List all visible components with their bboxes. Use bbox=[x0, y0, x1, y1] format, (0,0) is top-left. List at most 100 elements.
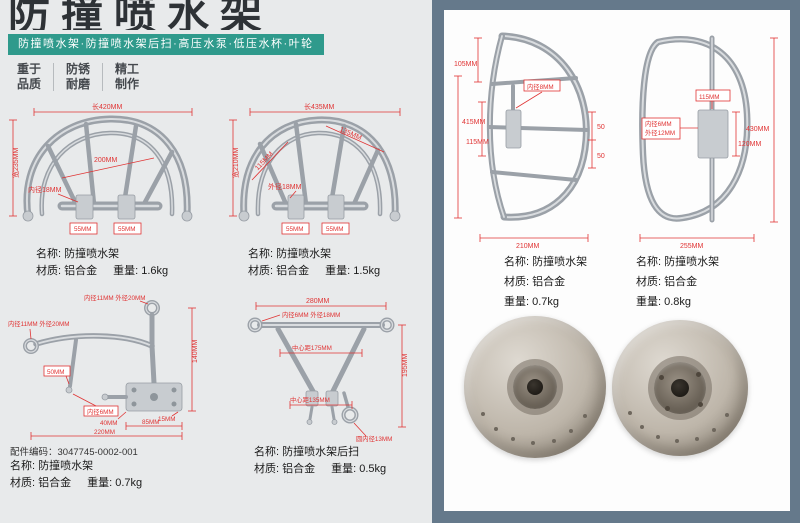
dim-label: 内径11MM 外径20MM bbox=[8, 319, 69, 328]
disc-rim-holes bbox=[612, 320, 616, 324]
material-label: 材质: bbox=[636, 276, 662, 288]
feature-line: 耐磨 bbox=[65, 77, 90, 91]
frame2-dimensions: 长435MM 宽210MM 135MM 115MM 外径18MM 55MM 55… bbox=[229, 102, 401, 235]
product-name-row: 名称: 防撞喷水架 bbox=[504, 252, 587, 272]
dim-label: 50 bbox=[597, 153, 605, 160]
name-label: 名称: bbox=[636, 256, 662, 268]
feature-line: 品质 bbox=[16, 77, 41, 91]
dim-label: 85MM bbox=[142, 419, 160, 426]
frame6-diagram: 430MM 115MM 120MM 内径6MM 外径12MM 255MM bbox=[614, 35, 778, 250]
product-material-row: 材质: 铝合金重量: 1.6kg bbox=[36, 263, 168, 280]
material-label: 材质: bbox=[10, 477, 36, 489]
frame4-dimensions: 280MM 内径6MM 外径18MM 中心距175MM 195MM 中心距135… bbox=[255, 298, 409, 443]
disc-rim-holes bbox=[464, 316, 468, 320]
dim-label: 55MM bbox=[326, 226, 344, 233]
frame5-info: 名称: 防撞喷水架 材质: 铝合金 重量: 0.7kg bbox=[504, 252, 587, 312]
dim-label: 圆内径13MM bbox=[356, 434, 392, 443]
weight-value: 0.7kg bbox=[532, 296, 560, 308]
product-material-row: 材质: 铝合金重量: 1.5kg bbox=[248, 263, 380, 280]
dim-label: 长420MM bbox=[92, 102, 123, 111]
dim-label: 50 bbox=[597, 124, 605, 131]
dim-label: 120MM bbox=[738, 141, 762, 148]
dim-label: 内径6MM 外径18MM bbox=[282, 310, 340, 319]
frame5-ribs bbox=[487, 76, 589, 182]
dim-label: 40MM bbox=[100, 420, 118, 427]
frame5-diagram: 105MM 415MM 115MM 内径8MM 50 bbox=[454, 22, 605, 250]
frame2-ribs bbox=[257, 121, 381, 207]
dim-label: 宽235MM bbox=[11, 147, 20, 178]
right-panel-card: 105MM 415MM 115MM 内径8MM 50 bbox=[444, 10, 790, 511]
impeller-disc-photo-2 bbox=[612, 320, 748, 456]
divider bbox=[53, 63, 54, 91]
weight-value: 0.8kg bbox=[664, 296, 692, 308]
material-value: 铝合金 bbox=[664, 276, 698, 288]
frame3-diagram: 内径11MM 外径20MM 内径11MM 外径20MM 140MM 50MM 内… bbox=[8, 293, 199, 440]
weight-label: 重量: bbox=[504, 296, 530, 308]
dim-label: 内径6MM bbox=[645, 119, 672, 128]
feature-line: 制作 bbox=[114, 77, 139, 91]
impeller-disc-photo-1 bbox=[464, 316, 606, 458]
feature-line: 重于 bbox=[16, 62, 41, 76]
dim-label: 50MM bbox=[47, 369, 65, 376]
name-value: 防撞喷水架 bbox=[38, 460, 94, 472]
dim-label: 内径11MM 外径20MM bbox=[84, 293, 145, 302]
dim-label: 外径12MM bbox=[645, 128, 675, 137]
product-name-row: 名称: 防撞喷水架 bbox=[10, 458, 142, 475]
feature-quality: 重于 品质 bbox=[8, 62, 50, 92]
dim-label: 外径18MM bbox=[268, 182, 302, 191]
dim-label: 115MM bbox=[699, 94, 720, 101]
dim-label: 415MM bbox=[462, 119, 486, 126]
weight-label: 重量: bbox=[87, 477, 113, 489]
frame3-dimensions: 内径11MM 外径20MM 内径11MM 外径20MM 140MM 50MM 内… bbox=[8, 293, 199, 440]
product-material-row: 材质: 铝合金 bbox=[636, 272, 719, 292]
dim-label: 430MM bbox=[746, 126, 770, 133]
frame1-ribs bbox=[45, 121, 175, 207]
name-label: 名称: bbox=[10, 460, 36, 472]
frame4-diagram: 280MM 内径6MM 外径18MM 中心距175MM 195MM 中心距135… bbox=[247, 298, 409, 443]
material-label: 材质: bbox=[254, 463, 280, 475]
feature-line: 精工 bbox=[114, 62, 139, 76]
name-value: 防撞喷水架后扫 bbox=[282, 446, 360, 458]
disc-center-hole bbox=[527, 379, 543, 395]
frame1-diagram: 长420MM 宽235MM 200MM 内径18MM 55MM 55MM bbox=[9, 102, 193, 235]
frame2-diagram: 长435MM 宽210MM 135MM 115MM 外径18MM 55MM 55… bbox=[229, 102, 401, 235]
dim-label: 55MM bbox=[286, 226, 304, 233]
product-material-row: 材质: 铝合金 bbox=[504, 272, 587, 292]
name-label: 名称: bbox=[248, 248, 274, 260]
dim-label: 140MM bbox=[192, 339, 199, 363]
dim-label: 210MM bbox=[516, 243, 540, 250]
material-value: 铝合金 bbox=[64, 265, 98, 277]
divider bbox=[102, 63, 103, 91]
product-name-row: 名称: 防撞喷水架 bbox=[248, 246, 380, 263]
weight-value: 1.6kg bbox=[141, 265, 169, 277]
dim-label: 宽210MM bbox=[231, 147, 240, 178]
name-label: 名称: bbox=[36, 248, 62, 260]
dim-label: 内径8MM bbox=[527, 82, 554, 91]
weight-value: 1.5kg bbox=[353, 265, 381, 277]
product-name-row: 名称: 防撞喷水架后扫 bbox=[254, 444, 386, 461]
frame3-info: 名称: 防撞喷水架 材质: 铝合金重量: 0.7kg bbox=[10, 458, 142, 492]
product-material-row: 材质: 铝合金重量: 0.7kg bbox=[10, 475, 142, 492]
frame6-dimensions: 430MM 115MM 120MM 内径6MM 外径12MM 255MM bbox=[639, 37, 778, 250]
feature-line: 防锈 bbox=[65, 62, 90, 76]
category-banner: 防撞喷水架·防撞喷水架后扫·高压水泵·低压水杯·叶轮 bbox=[8, 34, 324, 55]
dim-label: 长435MM bbox=[304, 102, 335, 111]
name-value: 防撞喷水架 bbox=[532, 256, 588, 268]
right-panel: 105MM 415MM 115MM 内径8MM 50 bbox=[432, 0, 800, 523]
weight-value: 0.7kg bbox=[115, 477, 143, 489]
material-value: 铝合金 bbox=[532, 276, 566, 288]
dim-label: 内径6MM bbox=[87, 407, 114, 416]
weight-label: 重量: bbox=[636, 296, 662, 308]
disc-center-hole bbox=[671, 379, 689, 397]
feature-badges: 重于 品质 防锈 耐磨 精工 制作 bbox=[8, 62, 148, 92]
weight-label: 重量: bbox=[331, 463, 357, 475]
frame1-dimensions: 长420MM 宽235MM 200MM 内径18MM 55MM 55MM bbox=[9, 102, 193, 235]
dim-label: 55MM bbox=[118, 226, 136, 233]
part-code-label: 配件编码： bbox=[10, 447, 58, 458]
dim-label: 255MM bbox=[680, 243, 704, 250]
feature-rustproof: 防锈 耐磨 bbox=[57, 62, 99, 92]
material-label: 材质: bbox=[36, 265, 62, 277]
name-value: 防撞喷水架 bbox=[64, 248, 120, 260]
name-label: 名称: bbox=[504, 256, 530, 268]
